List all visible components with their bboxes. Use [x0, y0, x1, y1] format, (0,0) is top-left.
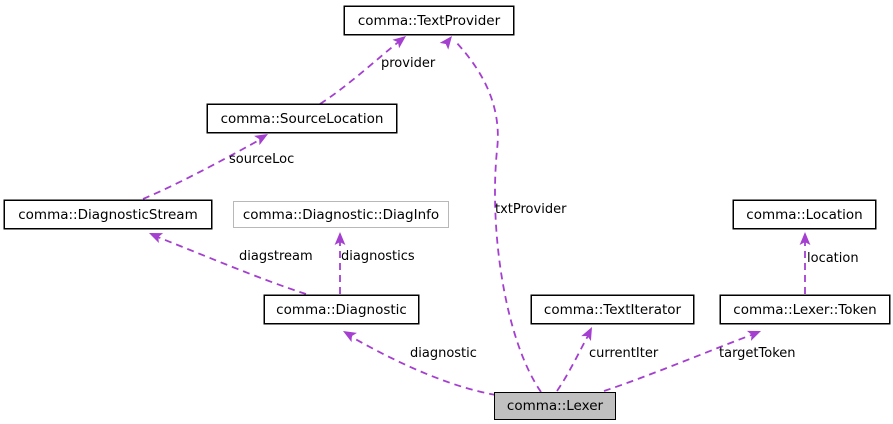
edge-label-diagnostic: diagnostic [410, 346, 477, 361]
arrowhead-sourceLoc [254, 134, 268, 146]
edge-label-location: location [807, 251, 859, 266]
edge-label-targetToken: targetToken [719, 346, 796, 361]
arrowhead-diagstream [149, 233, 164, 244]
edge-diagstream [154, 235, 307, 295]
uml-class-lexer-token[interactable]: comma::Lexer::Token [720, 295, 890, 324]
uml-class-lexer[interactable]: comma::Lexer [494, 392, 616, 420]
edge-provider [319, 39, 402, 105]
uml-class-diagnostic-stream[interactable]: comma::DiagnosticStream [4, 200, 212, 229]
edge-label-currentIter: currentIter [589, 346, 659, 361]
arrowhead-currentIter [581, 327, 592, 342]
uml-class-location[interactable]: comma::Location [733, 200, 876, 229]
edge-targetToken [603, 333, 755, 392]
uml-class-text-iterator[interactable]: comma::TextIterator [531, 295, 694, 324]
edge-txtProvider [455, 41, 542, 393]
edge-label-diagstream: diagstream [239, 249, 313, 264]
edge-currentIter [556, 333, 590, 392]
uml-class-text-provider[interactable]: comma::TextProvider [344, 6, 514, 35]
edge-diagnostic [349, 335, 497, 396]
edge-label-provider: provider [381, 56, 436, 71]
arrowhead-txtProvider [439, 36, 452, 50]
arrowhead-diagnostic [343, 331, 357, 343]
uml-class-source-location[interactable]: comma::SourceLocation [207, 104, 397, 133]
arrowhead-location [799, 232, 811, 245]
uml-class-diag-info[interactable]: comma::Diagnostic::DiagInfo [233, 201, 449, 228]
arrowhead-targetToken [746, 330, 761, 341]
edge-label-txtProvider: txtProvider [495, 202, 567, 217]
arrowhead-diagnostics [334, 232, 346, 245]
edge-sourceLoc [142, 137, 264, 200]
uml-class-diagnostic[interactable]: comma::Diagnostic [264, 295, 419, 324]
arrowhead-provider [392, 36, 406, 49]
edge-label-sourceLoc: sourceLoc [229, 152, 295, 167]
edge-label-diagnostics: diagnostics [341, 249, 415, 264]
